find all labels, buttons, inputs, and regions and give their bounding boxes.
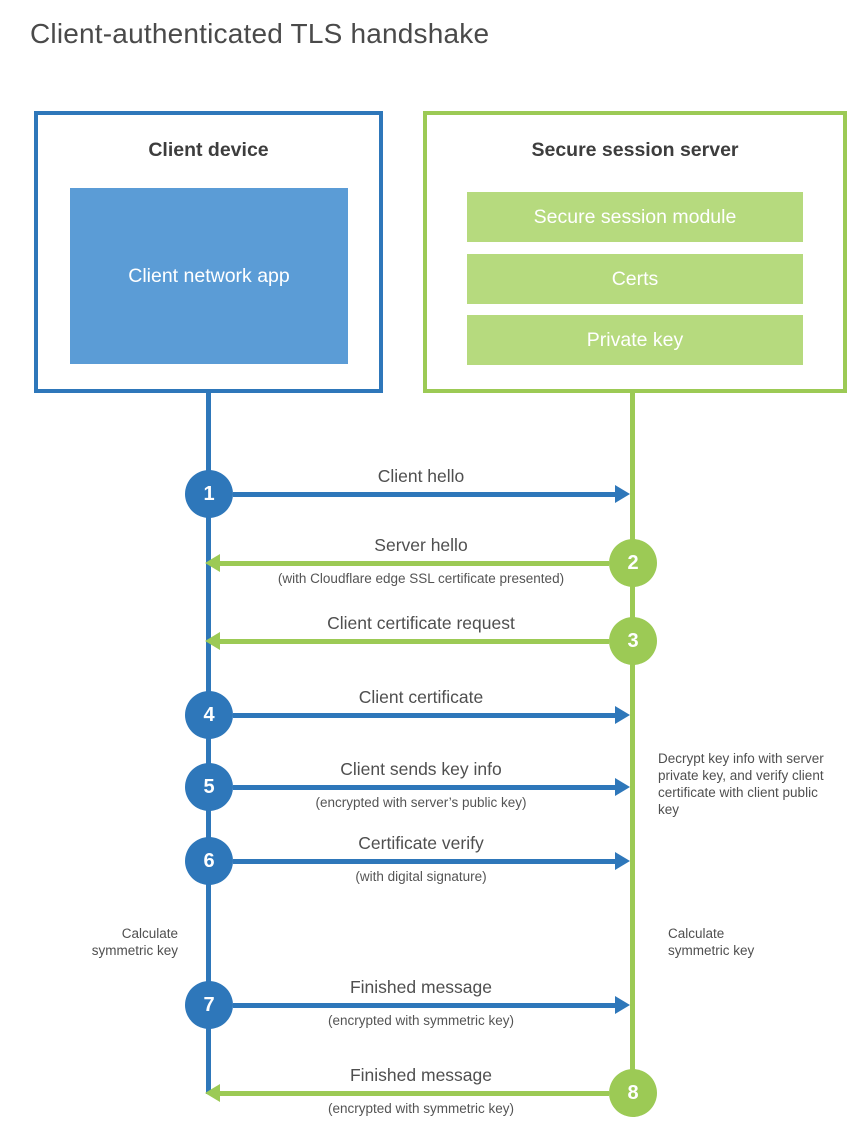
step-1-number-badge: 1	[185, 470, 233, 518]
page-title: Client-authenticated TLS handshake	[30, 18, 490, 49]
server-lifeline	[630, 393, 635, 1093]
step-5-sublabel: (encrypted with server’s public key)	[315, 795, 527, 810]
client-network-app-box: Client network app	[70, 188, 348, 364]
step-7-arrowhead-icon	[615, 996, 630, 1014]
step-2-label: Server hello	[374, 535, 468, 555]
step-3-arrow-shaft	[220, 639, 609, 644]
step-4-label: Client certificate	[358, 687, 484, 707]
step-7-sublabel: (encrypted with symmetric key)	[327, 1013, 515, 1028]
server-module-private-key: Private key	[467, 315, 803, 365]
step-3-label: Client certificate request	[327, 613, 515, 633]
note-calculate-symmetric-key-client: Calculate symmetric key	[91, 926, 178, 958]
note-calculate-symmetric-key-server: Calculate symmetric key	[668, 926, 755, 958]
step-2-arrowhead-icon	[205, 554, 220, 572]
step-5-arrow-shaft	[233, 785, 615, 790]
step-3-number-badge: 3	[609, 617, 657, 665]
step-4-arrow-shaft	[233, 713, 615, 718]
step-4-number-badge: 4	[185, 691, 233, 739]
step-6-arrow-shaft	[233, 859, 615, 864]
step-3-arrowhead-icon	[205, 632, 220, 650]
server-module-secure-session: Secure session module	[467, 192, 803, 242]
secure-session-server-title: Secure session server	[531, 139, 739, 161]
step-1-arrowhead-icon	[615, 485, 630, 503]
step-6-number-badge: 6	[185, 837, 233, 885]
step-8-arrowhead-icon	[205, 1084, 220, 1102]
step-2-number-badge: 2	[609, 539, 657, 587]
note-decrypt-key-info: Decrypt key info with server private key…	[658, 751, 824, 817]
client-lifeline	[206, 393, 211, 1094]
step-1-label: Client hello	[377, 466, 465, 486]
client-network-app-label: Client network app	[128, 264, 290, 287]
step-2-arrow-shaft	[220, 561, 609, 566]
step-6-label: Certificate verify	[358, 833, 484, 853]
secure-session-server-box: Secure session server Secure session mod…	[423, 111, 847, 393]
step-6-sublabel: (with digital signature)	[355, 869, 487, 884]
step-7-label: Finished message	[349, 977, 493, 997]
step-7-number-badge: 7	[185, 981, 233, 1029]
step-5-label: Client sends key info	[340, 759, 502, 779]
server-module-certs: Certs	[467, 254, 803, 304]
step-8-arrow-shaft	[220, 1091, 609, 1096]
step-5-arrowhead-icon	[615, 778, 630, 796]
step-7-arrow-shaft	[233, 1003, 615, 1008]
step-2-sublabel: (with Cloudflare edge SSL certificate pr…	[277, 571, 565, 586]
step-5-number-badge: 5	[185, 763, 233, 811]
step-8-number-badge: 8	[609, 1069, 657, 1117]
step-4-arrowhead-icon	[615, 706, 630, 724]
client-device-box: Client device Client network app	[34, 111, 383, 393]
client-device-title: Client device	[148, 139, 269, 161]
step-8-sublabel: (encrypted with symmetric key)	[327, 1101, 515, 1116]
step-8-label: Finished message	[349, 1065, 493, 1085]
step-1-arrow-shaft	[233, 492, 615, 497]
step-6-arrowhead-icon	[615, 852, 630, 870]
